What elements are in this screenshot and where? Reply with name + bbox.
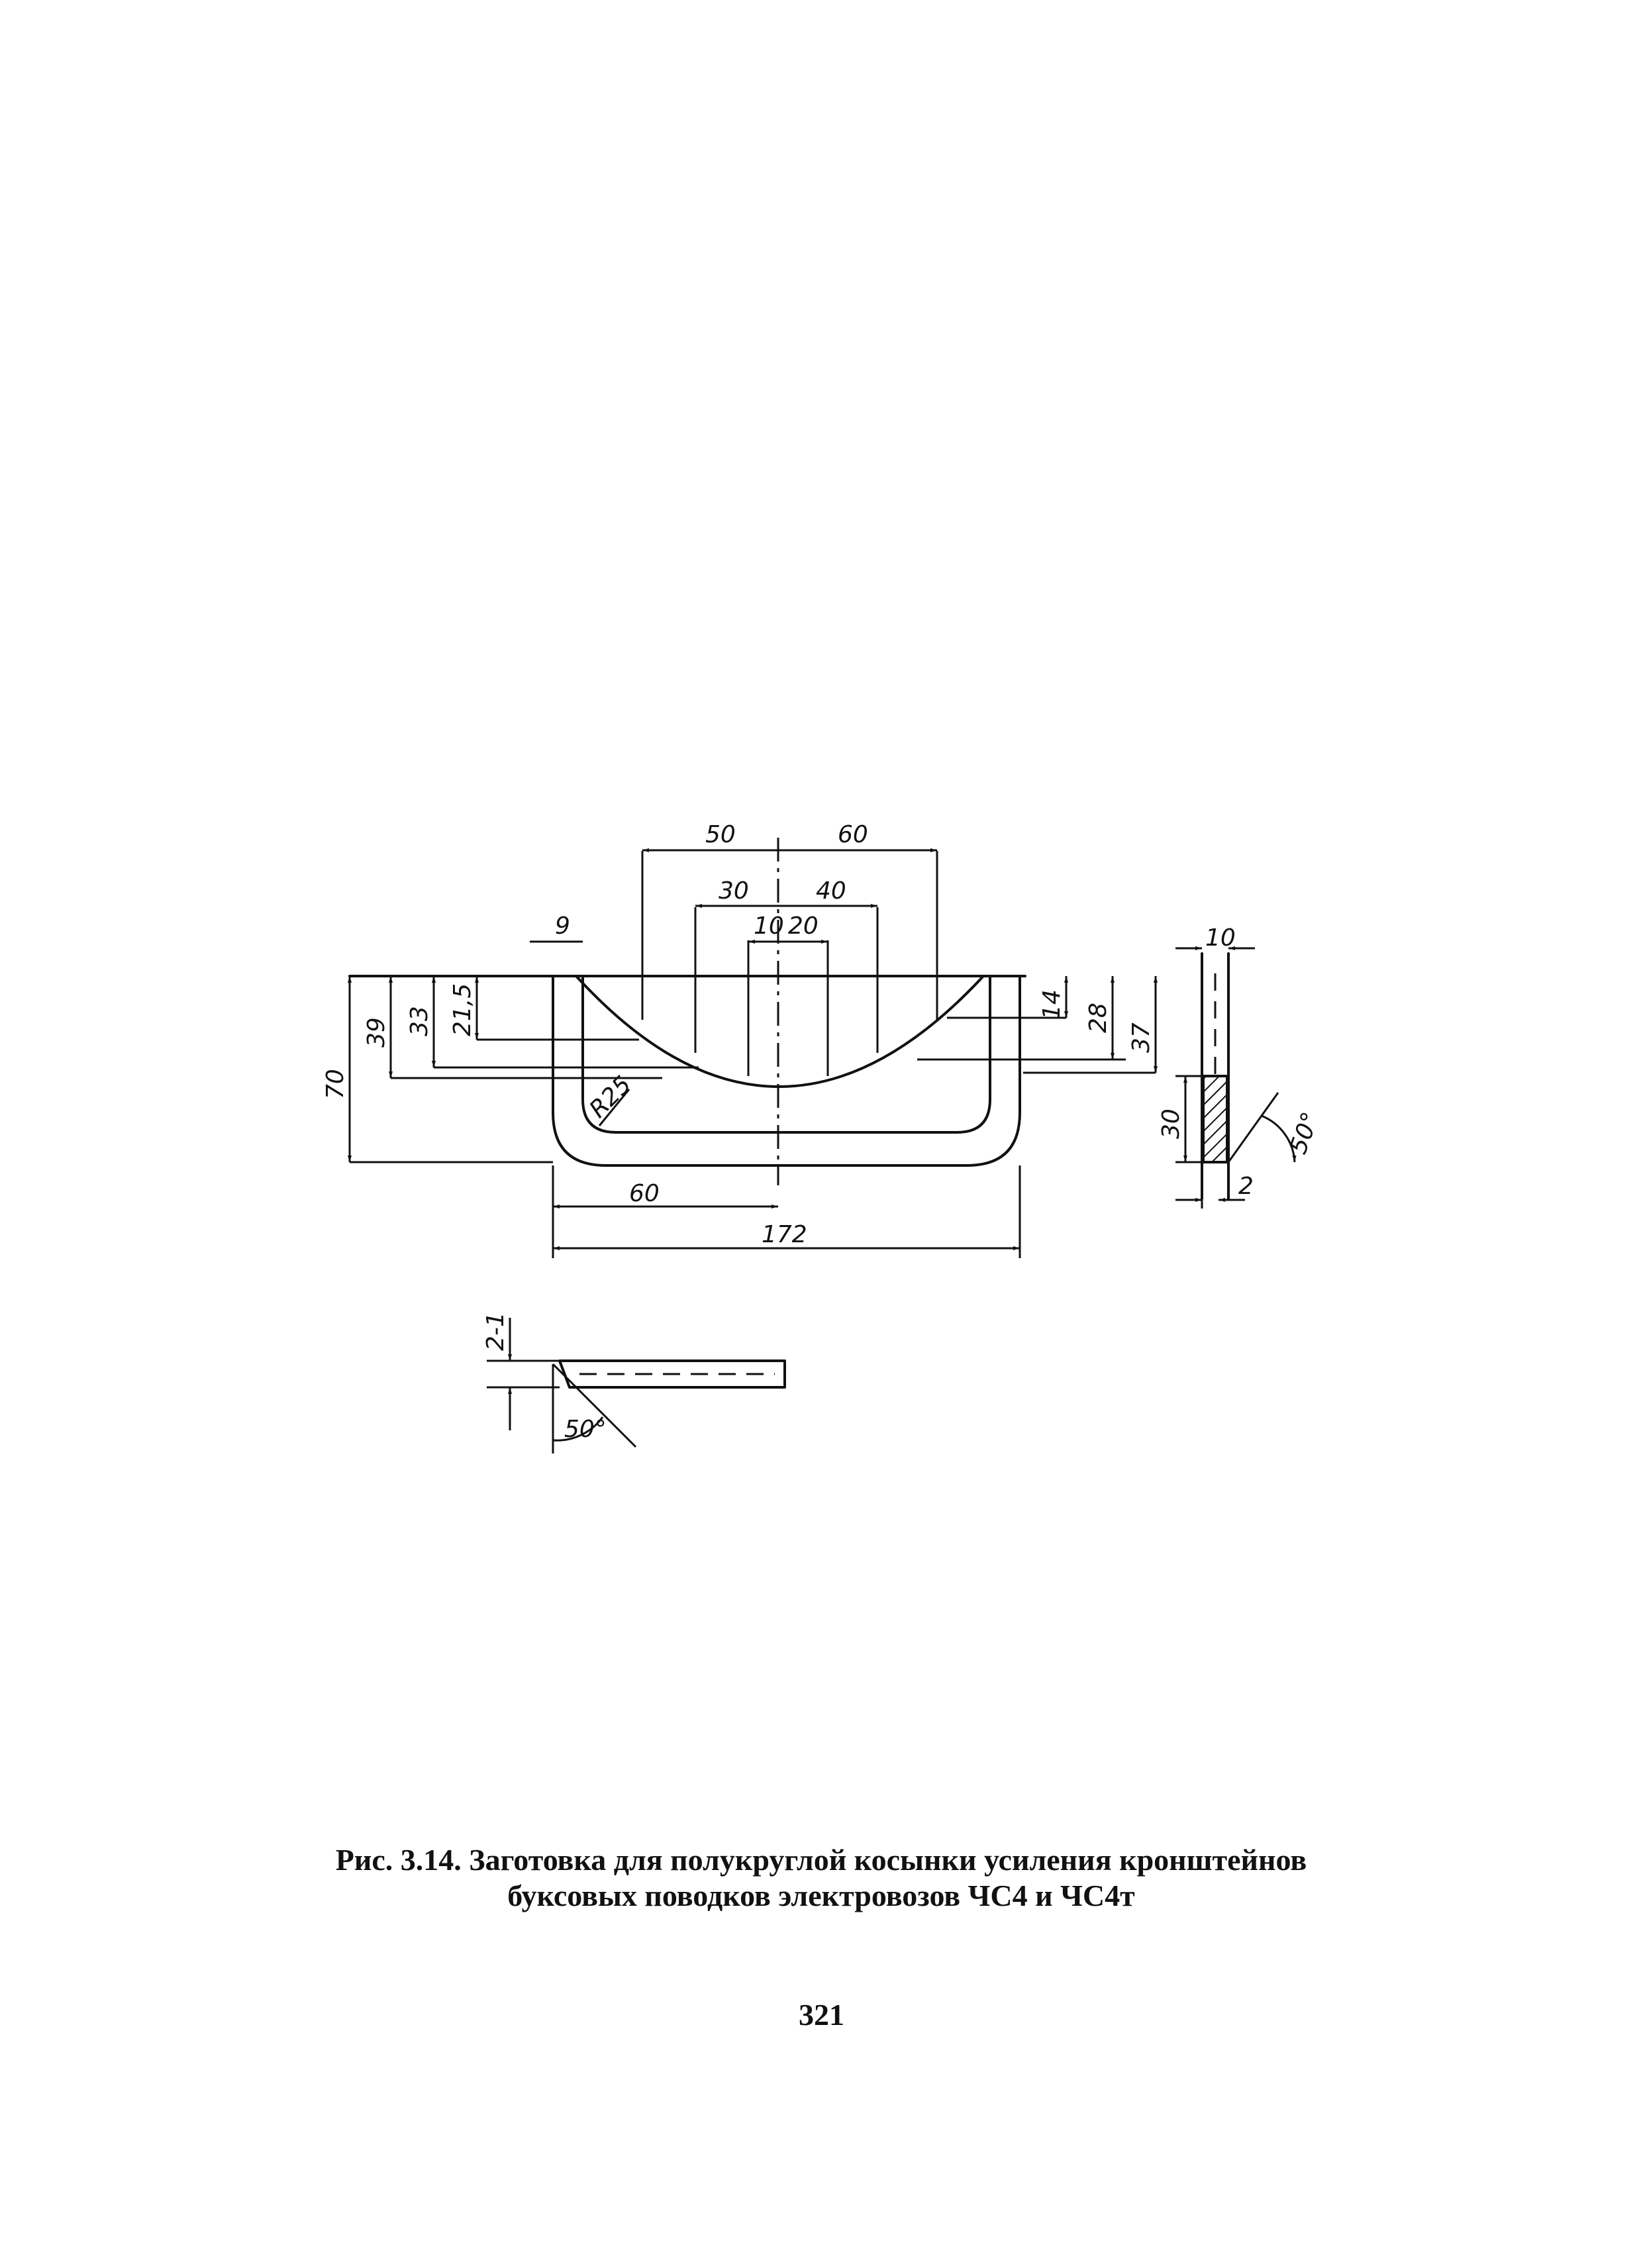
figure-caption-line-1: Рис. 3.14. Заготовка для полукруглой кос… bbox=[335, 1843, 1307, 1877]
edge-detail bbox=[487, 1318, 786, 1454]
section-view bbox=[1175, 946, 1297, 1208]
dim-bottom-60: 60 bbox=[629, 1180, 660, 1207]
dim-height-37: 37 bbox=[1128, 1022, 1155, 1053]
dim-mid-30: 30 bbox=[719, 877, 749, 905]
dim-bottom-172: 172 bbox=[762, 1221, 807, 1248]
dim-section-30: 30 bbox=[1158, 1109, 1185, 1139]
dim-left-9: 9 bbox=[555, 912, 570, 940]
figure-caption-line-2: буксовых поводков электровозов ЧС4 и ЧС4… bbox=[507, 1879, 1135, 1912]
dim-detail-2-1: 2-1 bbox=[482, 1312, 509, 1351]
dim-top-50: 50 bbox=[705, 821, 736, 848]
dim-section-10: 10 bbox=[1205, 924, 1236, 952]
dim-height-21-5: 21,5 bbox=[449, 983, 476, 1036]
dim-top-60: 60 bbox=[838, 821, 868, 848]
dim-height-39: 39 bbox=[363, 1017, 390, 1048]
dim-detail-angle: 50° bbox=[564, 1416, 607, 1443]
dim-section-2: 2 bbox=[1238, 1173, 1254, 1200]
dim-height-70: 70 bbox=[322, 1069, 349, 1099]
dim-height-14: 14 bbox=[1038, 989, 1066, 1020]
dim-height-28: 28 bbox=[1085, 1003, 1112, 1033]
dim-inner-10: 10 bbox=[754, 912, 784, 940]
dim-section-angle: 50° bbox=[1285, 1109, 1324, 1158]
dim-inner-20: 20 bbox=[788, 912, 819, 940]
dim-mid-40: 40 bbox=[816, 877, 846, 905]
dim-height-33: 33 bbox=[406, 1006, 433, 1036]
page-number: 321 bbox=[799, 1998, 844, 2032]
dimension-lines bbox=[348, 848, 1158, 1258]
